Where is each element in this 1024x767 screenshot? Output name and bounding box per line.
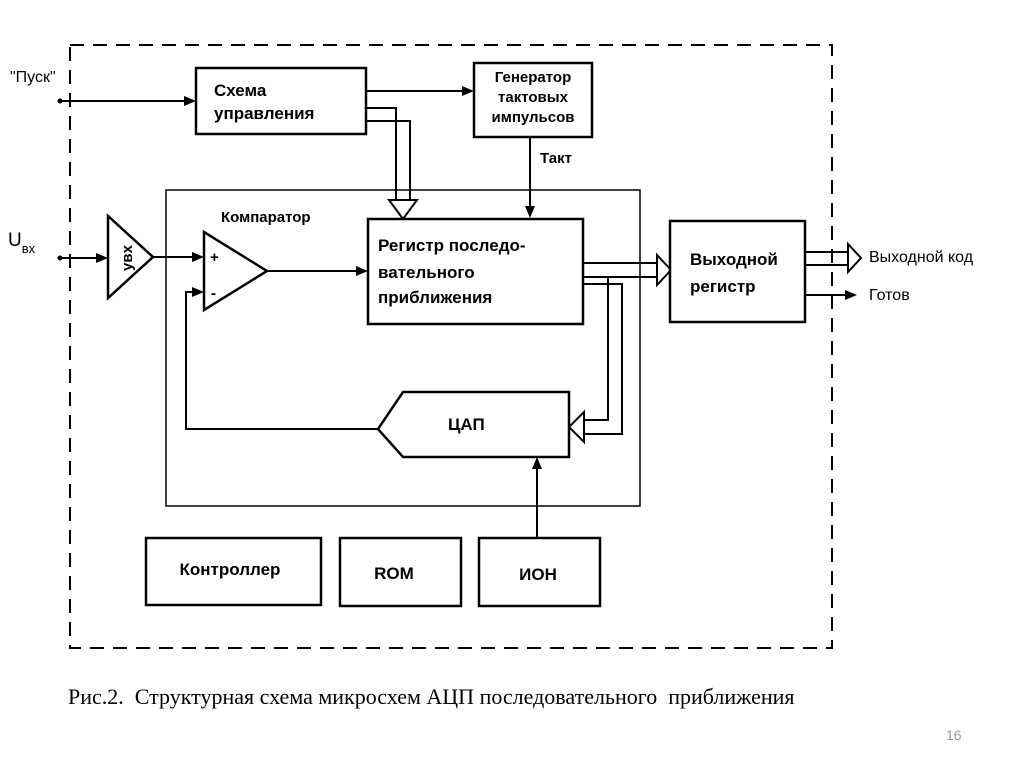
core-boundary — [165, 189, 641, 507]
comparator-plus: + — [210, 249, 219, 266]
sar-register-label-2: вательного — [378, 263, 475, 282]
control-circuit-block — [194, 66, 368, 136]
sar-register-label-1: Регистр последо- — [378, 236, 526, 255]
sar-to-output-bus — [583, 262, 657, 278]
sar-to-dac-bus-arrow — [567, 409, 585, 445]
figure-caption: Рис.2. Структурная схема микросхем АЦП п… — [68, 684, 795, 709]
chip-boundary — [69, 44, 833, 649]
ready-label: Готов — [869, 287, 910, 304]
control-to-sar-bus-arrow — [387, 199, 419, 221]
control-to-sar-bus — [366, 107, 411, 200]
control-circuit-label-1: Схема — [214, 81, 267, 100]
output-register-label-1: Выходной — [690, 250, 778, 269]
comparator-block — [202, 229, 270, 313]
rom-label: ROM — [374, 564, 414, 583]
output-code-bus — [805, 251, 848, 266]
sar-to-dac-bus — [583, 276, 623, 435]
rom-block — [338, 536, 463, 608]
comparator-to-sar-arrowhead — [356, 266, 368, 276]
start-input-label: "Пуск" — [10, 69, 56, 86]
u-input-label: Uвх — [8, 230, 36, 256]
control-to-clock-arrowhead — [462, 86, 474, 96]
sh-to-comparator-arrowhead — [192, 252, 204, 262]
output-code-bus-arrow — [847, 241, 863, 275]
control-circuit-label-2: управления — [214, 104, 314, 123]
output-register-label-2: регистр — [690, 277, 756, 296]
feedback-line — [185, 291, 378, 430]
output-code-label: Выходной код — [869, 249, 974, 266]
output-register-block — [668, 219, 807, 324]
ion-to-dac-arrowhead — [532, 457, 542, 469]
start-arrowhead — [184, 96, 196, 106]
clock-signal-label: Такт — [540, 150, 572, 167]
comparator-label: Компаратор — [221, 209, 311, 226]
clock-generator-label-1: Генератор — [495, 69, 571, 86]
clock-generator-label-2: тактовых — [498, 89, 569, 106]
ion-block — [477, 536, 602, 608]
sample-hold-label: увх — [119, 244, 136, 271]
clock-arrowhead — [525, 206, 535, 218]
sar-register-label-3: приближения — [378, 288, 492, 307]
sar-to-output-bus-arrow — [656, 252, 673, 288]
page-number: 16 — [946, 727, 962, 743]
ion-label: ИОН — [519, 565, 557, 584]
comparator-minus: - — [211, 285, 216, 302]
controller-label: Контроллер — [180, 560, 281, 579]
sar-register-block — [366, 217, 585, 326]
u-input-arrowhead — [96, 253, 108, 263]
dac-label: ЦАП — [448, 415, 485, 434]
clock-generator-label-3: импульсов — [492, 109, 575, 126]
controller-block — [144, 536, 323, 607]
ready-arrowhead — [845, 290, 857, 300]
sample-hold-block — [106, 213, 155, 301]
dac-block — [376, 390, 571, 459]
clock-generator-block — [472, 61, 594, 139]
feedback-arrowhead — [192, 287, 204, 297]
